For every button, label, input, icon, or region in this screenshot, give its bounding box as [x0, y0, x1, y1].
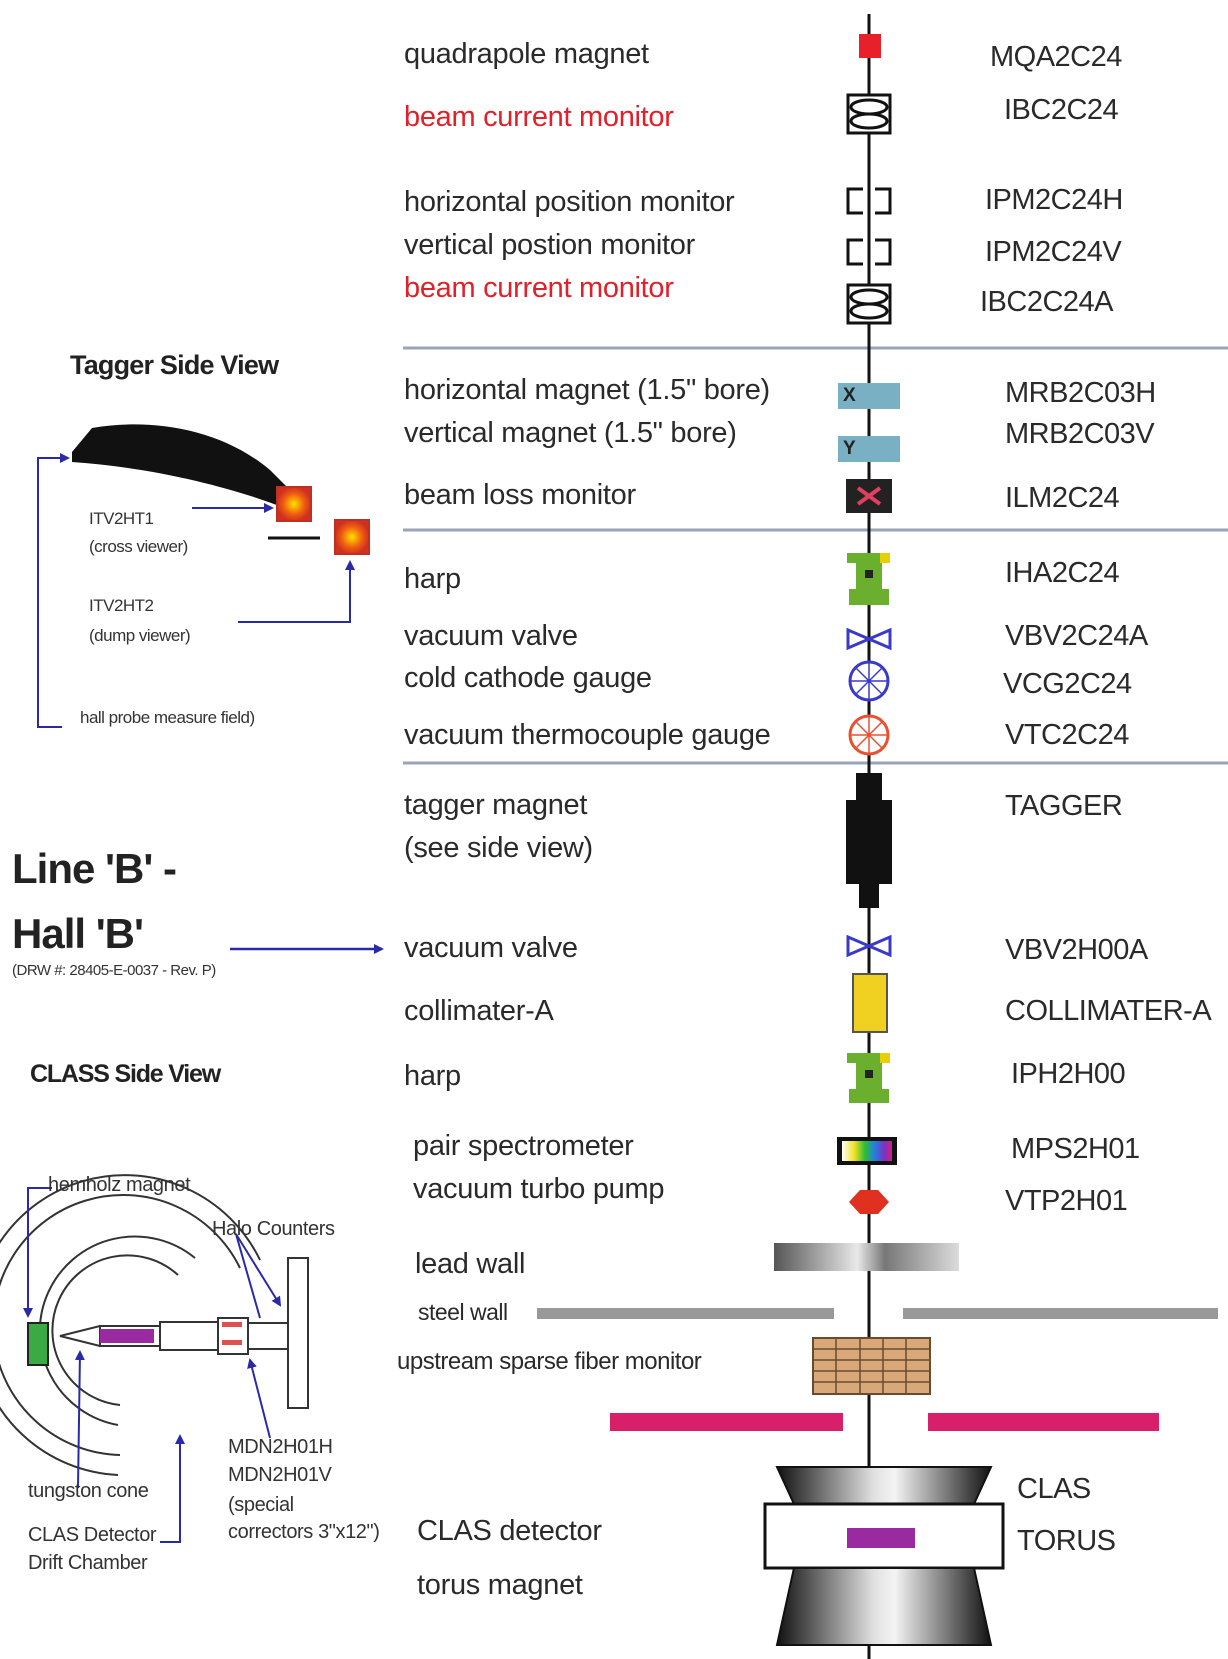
tagger-side-view: [37, 424, 370, 728]
hall-probe-label: hall probe measure field): [80, 708, 255, 727]
label-vertical-magnet: vertical magnet (1.5" bore): [404, 417, 737, 449]
horizontal-position-monitor-icon: [846, 187, 892, 215]
code-mrbv: MRB2C03V: [1005, 418, 1155, 450]
lead-wall-icon: [774, 1243, 959, 1271]
label-tagger-magnet: tagger magnet: [404, 789, 588, 821]
code-ilm: ILM2C24: [1005, 482, 1120, 514]
tungsten-cone-label: tungston cone: [28, 1480, 149, 1502]
itv2ht1-label: ITV2HT1: [89, 509, 154, 528]
fiber-monitor-icon: [812, 1337, 931, 1395]
code-vtp: VTP2H01: [1005, 1185, 1128, 1217]
label-vertical-position-monitor: vertical postion monitor: [404, 229, 695, 261]
harp-icon: [847, 1053, 890, 1103]
tagger-side-view-title: Tagger Side View: [70, 350, 279, 380]
vacuum-valve-icon: [846, 934, 892, 958]
vertical-position-monitor-icon: [846, 238, 892, 266]
label-vacuum-turbo-pump: vacuum turbo pump: [413, 1173, 665, 1205]
code-iha: IHA2C24: [1005, 557, 1120, 589]
itv2ht2-label: ITV2HT2: [89, 596, 154, 615]
code-tagger: TAGGER: [1005, 790, 1123, 822]
code-clas: CLAS: [1017, 1473, 1091, 1505]
pair-spectrometer-icon: [837, 1137, 897, 1165]
label-steel-wall: steel wall: [418, 1299, 508, 1325]
code-mqa: MQA2C24: [990, 41, 1122, 73]
label-beam-current-monitor: beam current monitor: [404, 101, 674, 133]
halo-counters-label: Halo Counters: [212, 1218, 335, 1240]
itv2ht2-sub: (dump viewer): [89, 626, 191, 645]
tagger-magnet-icon: [846, 773, 892, 908]
code-mps: MPS2H01: [1011, 1133, 1140, 1165]
label-see-side-view: (see side view): [404, 832, 593, 864]
horizontal-magnet-icon: [838, 383, 900, 409]
label-cold-cathode-gauge: cold cathode gauge: [404, 662, 652, 694]
beam-loss-monitor-icon: [846, 479, 892, 513]
line-b-title: Line 'B' -: [12, 845, 177, 892]
code-vtc: VTC2C24: [1005, 719, 1129, 751]
label-torus-magnet: torus magnet: [417, 1569, 583, 1601]
label-harp-2: harp: [404, 1060, 461, 1092]
drift-chamber-label: Drift Chamber: [28, 1552, 148, 1574]
magenta-bar-left: [610, 1413, 843, 1431]
code-vbv: VBV2C24A: [1005, 620, 1148, 652]
mdn-v-label: MDN2H01V: [228, 1464, 332, 1486]
harp-icon: [847, 553, 890, 605]
code-ibca: IBC2C24A: [980, 286, 1114, 318]
special-label: (special: [228, 1494, 294, 1516]
code-vbvh: VBV2H00A: [1005, 934, 1148, 966]
label-beam-current-monitor-2: beam current monitor: [404, 272, 674, 304]
hemholz-magnet-label: hemholz magnet: [48, 1174, 191, 1196]
itv2ht1-sub: (cross viewer): [89, 537, 188, 556]
label-harp: harp: [404, 563, 461, 595]
clas-detector-label: CLAS Detector: [28, 1524, 157, 1546]
code-mrbh: MRB2C03H: [1005, 377, 1156, 409]
class-side-view-title: CLASS Side View: [30, 1060, 221, 1088]
clas-torus-icon: [763, 1466, 1005, 1646]
label-quadrapole-magnet: quadrapole magnet: [404, 38, 649, 70]
vacuum-thermocouple-gauge-icon: [848, 714, 890, 756]
beam-current-monitor-icon: [846, 93, 892, 135]
code-ipmv: IPM2C24V: [985, 236, 1122, 268]
mdn-h-label: MDN2H01H: [228, 1436, 333, 1458]
label-clas-detector: CLAS detector: [417, 1515, 602, 1547]
cold-cathode-gauge-icon: [848, 660, 890, 702]
correctors-label: correctors 3"x12"): [228, 1521, 380, 1543]
collimater-icon: [852, 973, 888, 1033]
steel-wall-left: [537, 1308, 834, 1319]
code-vcg: VCG2C24: [1003, 668, 1132, 700]
steel-wall-right: [903, 1308, 1218, 1319]
label-vacuum-thermocouple-gauge: vacuum thermocouple gauge: [404, 719, 771, 751]
class-side-view: [0, 1174, 309, 1543]
label-collimater: collimater-A: [404, 995, 554, 1027]
code-torus: TORUS: [1017, 1525, 1116, 1557]
label-horizontal-magnet: horizontal magnet (1.5" bore): [404, 374, 770, 406]
hall-b-title: Hall 'B': [12, 910, 144, 957]
label-vacuum-valve-2: vacuum valve: [404, 932, 578, 964]
beam-current-monitor-icon: [846, 283, 892, 325]
label-lead-wall: lead wall: [415, 1248, 526, 1280]
vacuum-valve-icon: [846, 627, 892, 651]
label-pair-spectrometer: pair spectrometer: [413, 1130, 634, 1162]
code-ibc: IBC2C24: [1004, 94, 1119, 126]
label-upstream-sparse-fiber-monitor: upstream sparse fiber monitor: [397, 1348, 702, 1375]
vertical-magnet-icon: [838, 436, 900, 462]
code-iph: IPH2H00: [1011, 1058, 1126, 1090]
code-collimater: COLLIMATER-A: [1005, 995, 1212, 1027]
label-horizontal-position-monitor: horizontal position monitor: [404, 186, 735, 218]
vacuum-turbo-pump-icon: [849, 1190, 889, 1214]
label-beam-loss-monitor: beam loss monitor: [404, 479, 636, 511]
magenta-bar-right: [928, 1413, 1159, 1431]
label-vacuum-valve: vacuum valve: [404, 620, 578, 652]
quadrapole-magnet-icon: [859, 34, 881, 58]
code-ipmh: IPM2C24H: [985, 184, 1123, 216]
drawing-number: (DRW #: 28405-E-0037 - Rev. P): [12, 962, 216, 979]
mag-y-letter: Y: [843, 438, 856, 459]
mag-x-letter: X: [843, 385, 856, 406]
